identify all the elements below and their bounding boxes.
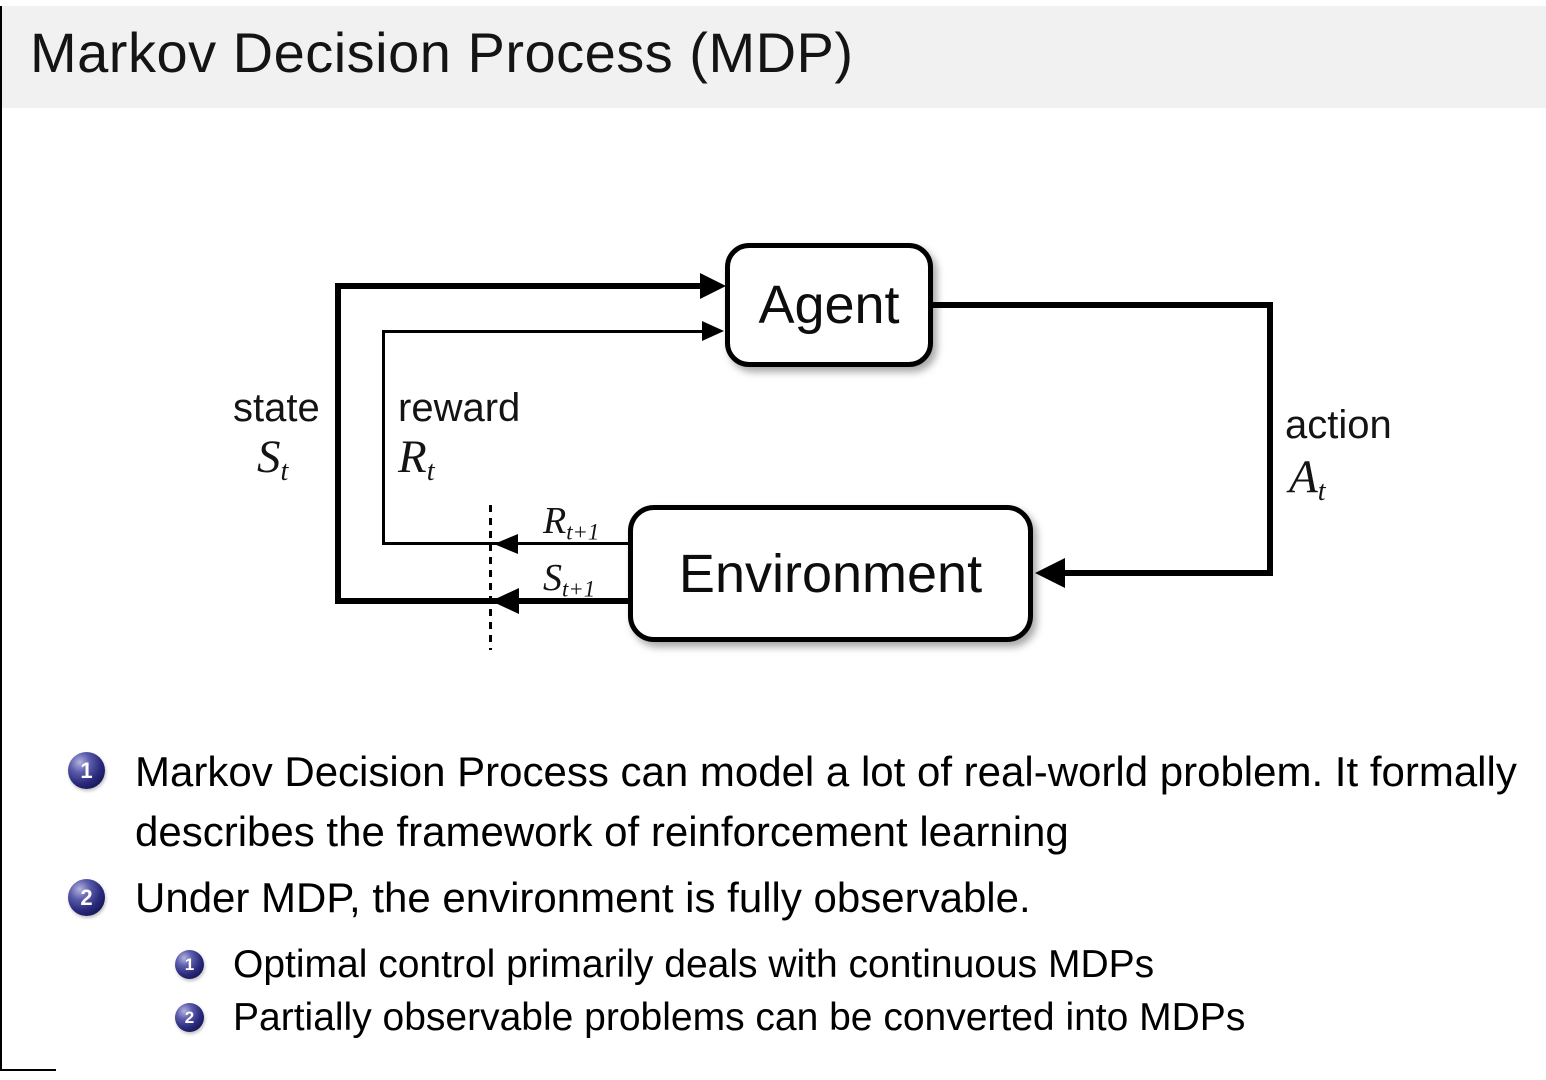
left-border-line bbox=[0, 6, 2, 1069]
title-band bbox=[2, 6, 1546, 108]
action-line-bottom bbox=[1060, 570, 1273, 576]
reward-line-top bbox=[382, 330, 702, 333]
sub-bullet-1-number-badge: 1 bbox=[175, 950, 204, 979]
next-state-arrowhead-icon bbox=[491, 588, 519, 614]
bullet-2-text: Under MDP, the environment is fully obse… bbox=[135, 874, 1031, 921]
bullet-1-number-badge: 1 bbox=[68, 752, 105, 789]
bullet-2-number-badge: 2 bbox=[68, 879, 105, 916]
sub-bullet-1-text: Optimal control primarily deals with con… bbox=[233, 943, 1155, 986]
agent-box: Agent bbox=[725, 243, 933, 367]
agent-label: Agent bbox=[758, 275, 900, 335]
sub-bullet-2-number-badge: 2 bbox=[175, 1003, 204, 1032]
environment-label: Environment bbox=[678, 543, 983, 604]
state-line-top bbox=[335, 283, 703, 289]
state-line-bottom bbox=[335, 598, 630, 604]
bullet-1-text: Markov Decision Process can model a lot … bbox=[135, 748, 1517, 855]
timestep-dashed-line bbox=[489, 505, 492, 650]
action-to-environment-arrowhead-icon bbox=[1035, 558, 1065, 588]
action-label: action bbox=[1285, 403, 1392, 447]
sub-bullet-2-text: Partially observable problems can be con… bbox=[233, 996, 1246, 1039]
state-to-agent-arrowhead-icon bbox=[700, 273, 726, 299]
slide-title: Markov Decision Process (MDP) bbox=[30, 21, 854, 84]
next-state-symbol: St+1 bbox=[543, 557, 596, 602]
bottom-border-line bbox=[0, 1069, 56, 1071]
state-label: state bbox=[233, 386, 320, 430]
state-line-left bbox=[335, 283, 341, 604]
reward-label: reward bbox=[398, 386, 521, 430]
action-line-right bbox=[1267, 302, 1273, 576]
reward-to-agent-arrowhead-icon bbox=[702, 321, 724, 341]
state-symbol: St bbox=[257, 431, 289, 487]
action-symbol: At bbox=[1289, 451, 1326, 507]
next-reward-arrowhead-icon bbox=[494, 534, 518, 554]
next-reward-symbol: Rt+1 bbox=[543, 500, 600, 545]
action-line-top bbox=[930, 302, 1273, 308]
reward-line-left bbox=[382, 330, 385, 545]
reward-symbol: Rt bbox=[398, 431, 435, 487]
environment-box: Environment bbox=[628, 505, 1033, 642]
